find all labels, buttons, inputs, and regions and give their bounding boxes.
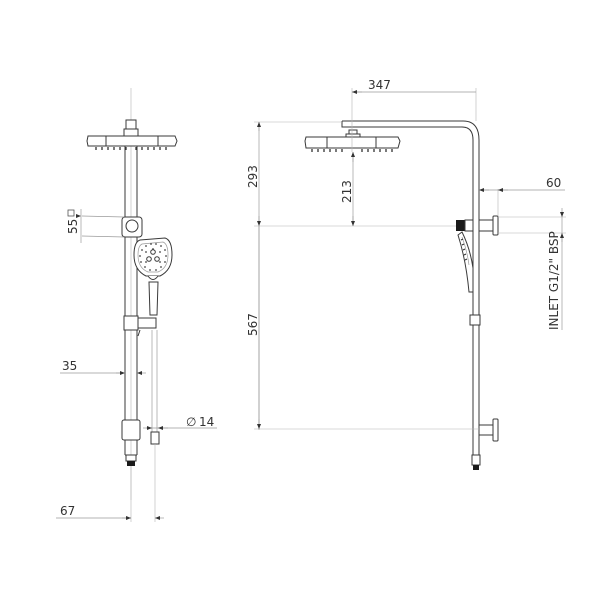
overhead-shower-head [86, 119, 178, 150]
dim-label-567: 567 [246, 313, 260, 336]
dim-label-213: 213 [340, 180, 354, 203]
inlet-label: INLET G1/2" BSP [547, 231, 561, 330]
dim-inlet-offset: 60 [479, 176, 565, 216]
hose [150, 330, 160, 522]
dim-hose-diameter: ∅ 14 [143, 415, 217, 430]
gooseneck-arm [341, 120, 481, 470]
dim-head-drop: 213 [340, 152, 355, 226]
dim-arm-projection: 347 [351, 78, 477, 152]
dim-label-347: 347 [368, 78, 391, 92]
dim-label-14: 14 [199, 415, 214, 429]
dim-inlet-to-bracket: 567 [246, 226, 479, 430]
dim-label-60: 60 [546, 176, 561, 190]
dim-total-head-height: 293 [246, 121, 342, 430]
square-symbol-icon [67, 209, 75, 217]
dim-rail-width: 35 [60, 359, 146, 375]
dim-hose-offset: 67 [56, 466, 164, 522]
dim-label-35: 35 [62, 359, 77, 373]
front-view: 55 35 ∅ 14 67 [56, 88, 217, 522]
side-view: 347 293 213 60 [246, 78, 566, 470]
lower-wall-bracket [478, 418, 499, 442]
overhead-shower-head-side [304, 129, 401, 152]
hand-shower [123, 237, 173, 337]
dim-label-293: 293 [246, 165, 260, 188]
hand-shower-side [457, 231, 481, 326]
dim-slide-height: 55 [66, 209, 125, 243]
inlet-bracket [456, 215, 499, 236]
dim-label-67: 67 [60, 504, 75, 518]
lower-bracket [121, 419, 141, 441]
dim-label-55: 55 [66, 219, 80, 234]
diameter-symbol-icon: ∅ [186, 415, 196, 429]
riser-rail [124, 146, 138, 466]
dim-inlet-size: INLET G1/2" BSP [498, 208, 566, 330]
diverter-knob [121, 216, 143, 238]
